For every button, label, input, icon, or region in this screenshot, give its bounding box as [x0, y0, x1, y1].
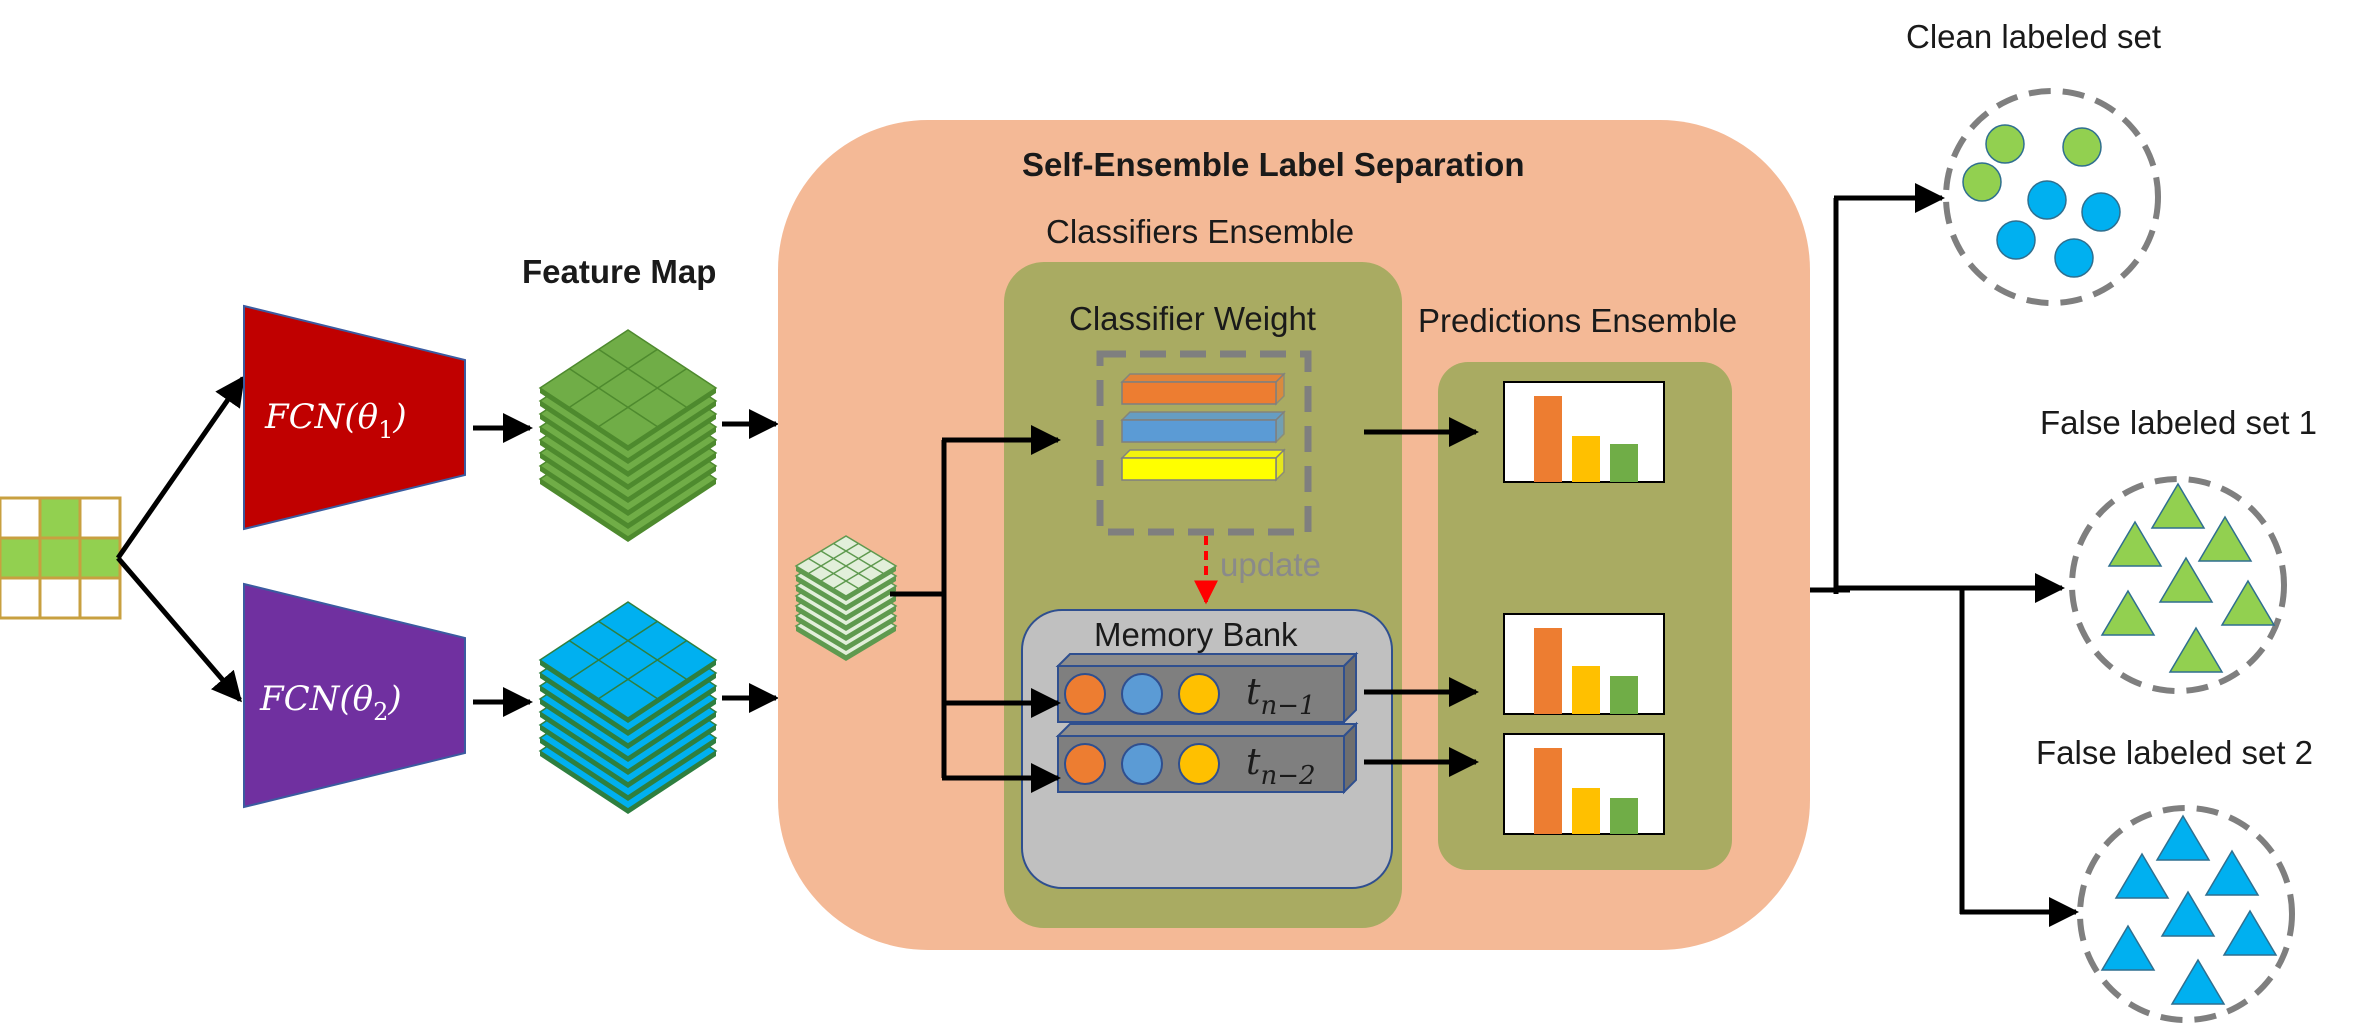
false-set-1-circle — [2069, 476, 2287, 694]
branch-arrows — [890, 425, 1061, 793]
prediction-bar — [1572, 666, 1600, 714]
false-set-2-markers — [2100, 814, 2278, 1005]
memory-row: tn−2 — [1055, 721, 1359, 795]
sample-marker — [1985, 124, 2025, 164]
sample-marker — [1962, 162, 2002, 202]
stack-layer — [794, 535, 898, 601]
encoder-1: FCN(θ1) — [243, 304, 466, 531]
encoder-2: FCN(θ2) — [243, 582, 466, 809]
sample-marker — [2222, 909, 2278, 956]
sample-marker — [2220, 579, 2276, 626]
classifier-bar — [1120, 372, 1286, 406]
sample-marker — [1996, 220, 2036, 260]
prediction-bar — [1572, 436, 1600, 482]
classifier-weight-label: Classifier Weight — [1069, 300, 1316, 337]
panel-title: Self-Ensemble Label Separation — [1022, 146, 1524, 183]
svg-text:FCN(θ2): FCN(θ2) — [259, 679, 402, 726]
memory-bank-label: Memory Bank — [1094, 616, 1298, 653]
memory-slot-marker — [1121, 673, 1163, 715]
classifier-bar — [1120, 410, 1286, 444]
prediction-bar — [1534, 396, 1562, 482]
sample-marker — [2107, 520, 2163, 567]
sample-marker — [2062, 127, 2102, 167]
sample-marker — [2081, 192, 2121, 232]
clean-set-label: Clean labeled set — [1906, 18, 2161, 55]
sample-marker — [2168, 626, 2224, 673]
encoder-1-sub: 1 — [378, 416, 393, 444]
prediction-bar — [1534, 628, 1562, 714]
prediction-bar — [1534, 748, 1562, 834]
arrow-input-to-encoder-1 — [115, 375, 246, 560]
encoder-1-close: ) — [392, 397, 406, 437]
false-set-1-label: False labeled set 1 — [2040, 404, 2317, 441]
stack-layer — [538, 329, 718, 451]
encoder-1-label: FCN(θ — [264, 397, 378, 437]
prediction-bar — [1610, 676, 1638, 714]
false-set-1-markers — [2100, 482, 2276, 673]
sample-marker — [2170, 958, 2226, 1005]
sample-marker — [2100, 589, 2156, 636]
input-image-grid — [0, 496, 122, 620]
classifier-weight-box — [1096, 350, 1312, 536]
memory-bank-rows: tn−1 tn−2 — [1055, 651, 1359, 795]
clean-set-circle — [1943, 88, 2161, 306]
prediction-bar — [1572, 788, 1600, 834]
prediction-chart — [1503, 613, 1665, 715]
encoder-2-sub: 2 — [373, 698, 388, 726]
prediction-charts — [1503, 381, 1665, 835]
memory-slot-marker — [1064, 743, 1106, 785]
memory-timestep-label: tn−2 — [1246, 742, 1316, 791]
sample-marker — [2150, 482, 2206, 529]
feature-map-stack-2 — [538, 601, 718, 814]
sample-marker — [2204, 849, 2260, 896]
prediction-bar — [1610, 444, 1638, 482]
memory-slot-marker — [1064, 673, 1106, 715]
sample-marker — [2160, 890, 2216, 937]
predictions-ensemble-label: Predictions Ensemble — [1418, 302, 1737, 339]
memory-row: tn−1 — [1055, 651, 1359, 725]
encoder-2-close: ) — [387, 679, 401, 719]
output-connectors — [1810, 183, 2079, 927]
arrow-input-to-encoder-2 — [116, 556, 242, 703]
memory-slot-marker — [1121, 743, 1163, 785]
feature-map-stack-1 — [538, 329, 718, 542]
memory-slot-marker — [1178, 673, 1220, 715]
sample-marker — [2158, 556, 2214, 603]
feature-map-label: Feature Map — [522, 253, 716, 290]
sample-marker — [2027, 180, 2067, 220]
stack-layer — [538, 601, 718, 723]
svg-text:FCN(θ1): FCN(θ1) — [264, 397, 407, 444]
classifier-weight-bars — [1120, 372, 1286, 482]
memory-timestep-label: tn−1 — [1246, 672, 1316, 721]
prediction-bar — [1610, 798, 1638, 834]
false-set-2-label: False labeled set 2 — [2036, 734, 2313, 771]
update-label: update — [1220, 546, 1321, 583]
false-set-2-circle — [2077, 805, 2295, 1023]
sample-marker — [2155, 814, 2211, 861]
sample-marker — [2100, 924, 2156, 971]
classifiers-ensemble-label: Classifiers Ensemble — [1046, 213, 1354, 250]
prediction-chart — [1503, 733, 1665, 835]
sample-marker — [2197, 515, 2253, 562]
prediction-chart — [1503, 381, 1665, 483]
classifier-bar — [1120, 448, 1286, 482]
memory-slot-marker — [1178, 743, 1220, 785]
encoder-2-label: FCN(θ — [259, 679, 373, 719]
sample-marker — [2054, 238, 2094, 278]
sample-marker — [2114, 852, 2170, 899]
ensemble-feature-stack — [794, 535, 898, 661]
clean-set-markers — [1962, 124, 2121, 278]
